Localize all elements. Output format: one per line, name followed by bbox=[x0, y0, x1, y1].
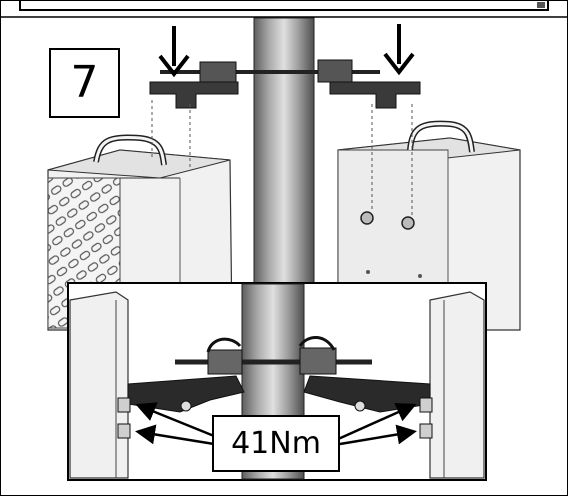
torque-pointer-arrows bbox=[135, 402, 417, 446]
down-arrow-left-icon bbox=[158, 26, 190, 78]
down-arrow-right-icon bbox=[383, 24, 415, 76]
step-number-text: 7 bbox=[70, 57, 99, 108]
torque-value-text: 41Nm bbox=[231, 426, 321, 461]
pole bbox=[253, 17, 315, 289]
step-number-label: 7 bbox=[49, 48, 120, 118]
upper-clamp-bracket bbox=[149, 59, 421, 218]
top-strip-frame bbox=[0, 0, 568, 18]
detail-inset bbox=[67, 282, 487, 481]
torque-spec-label: 41Nm bbox=[212, 415, 340, 472]
